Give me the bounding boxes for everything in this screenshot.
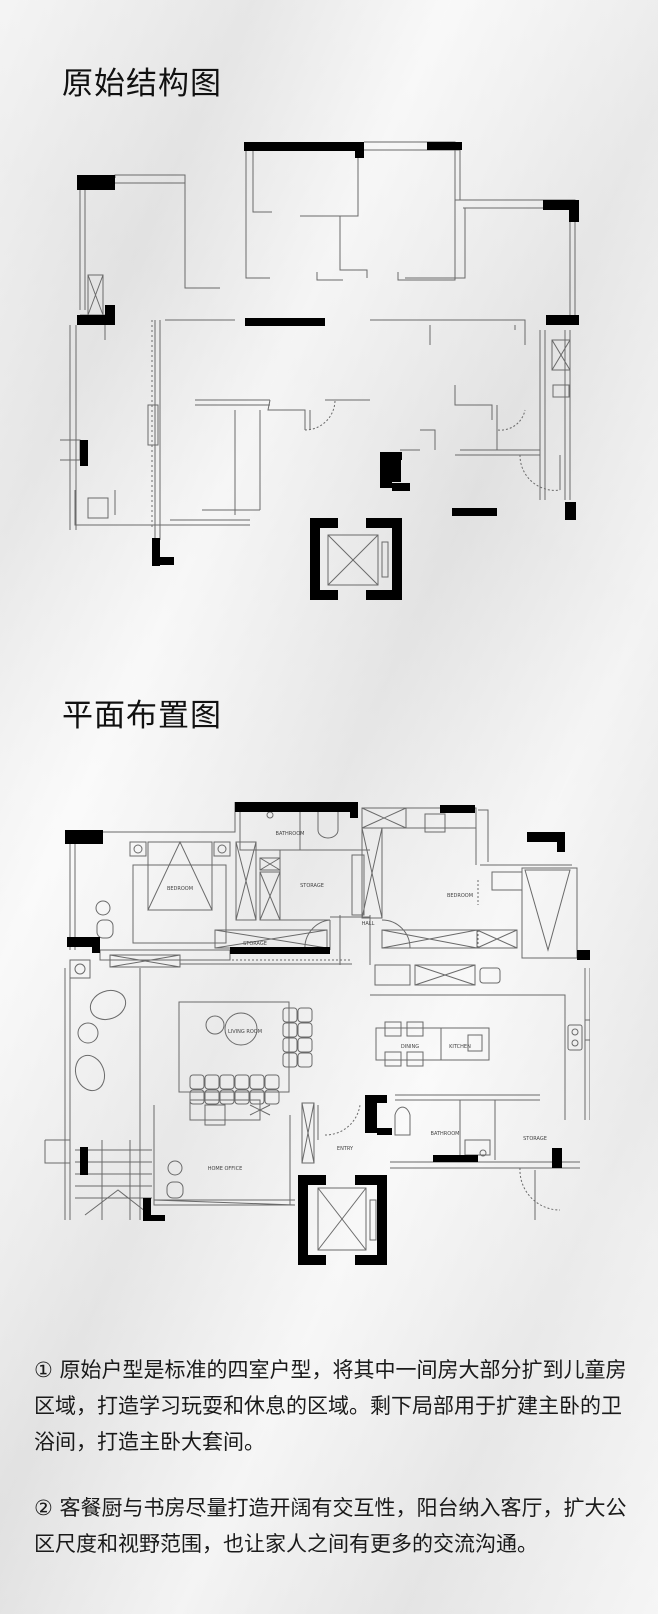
- label-dining: DINING: [401, 1044, 419, 1050]
- original-floorplan-drawing: [60, 141, 579, 600]
- label-storage-2: STORAGE: [243, 941, 267, 947]
- label-living-room: LIVING ROOM: [228, 1029, 262, 1035]
- label-storage-3: STORAGE: [523, 1136, 547, 1142]
- description-paragraph-2: ② 客餐厨与书房尽量打造开阔有交互性，阳台纳入客厅，扩大公区尺度和视野范围，也让…: [34, 1496, 627, 1556]
- design-description-2: ② 客餐厨与书房尽量打造开阔有交互性，阳台纳入客厅，扩大公区尺度和视野范围，也让…: [34, 1490, 634, 1562]
- label-kitchen: KITCHEN: [449, 1044, 471, 1050]
- design-description: ① 原始户型是标准的四室户型，将其中一间房大部分扩到儿童房区域，打造学习玩耍和休…: [34, 1352, 634, 1460]
- label-bathroom-guest: BATHROOM: [431, 1131, 460, 1137]
- original-structure-plan: [60, 130, 590, 620]
- label-bedroom-child: BEDROOM: [447, 893, 473, 899]
- description-paragraph-1: ① 原始户型是标准的四室户型，将其中一间房大部分扩到儿童房区域，打造学习玩耍和休…: [34, 1358, 627, 1454]
- label-entry: ENTRY: [337, 1146, 354, 1152]
- label-storage-1: STORAGE: [300, 883, 324, 889]
- floor-layout-plan: BATHROOM BEDROOM STORAGE STORAGE HALL BE…: [40, 790, 590, 1280]
- original-structure-title: 原始结构图: [62, 66, 222, 102]
- layout-floorplan-drawing: BATHROOM BEDROOM STORAGE STORAGE HALL BE…: [44, 802, 590, 1265]
- label-bathroom-master: BATHROOM: [276, 831, 305, 837]
- label-home-office: HOME OFFICE: [208, 1166, 243, 1172]
- label-bedroom-master: BEDROOM: [167, 886, 193, 892]
- floor-layout-title: 平面布置图: [62, 698, 222, 734]
- label-hall: HALL: [362, 921, 375, 927]
